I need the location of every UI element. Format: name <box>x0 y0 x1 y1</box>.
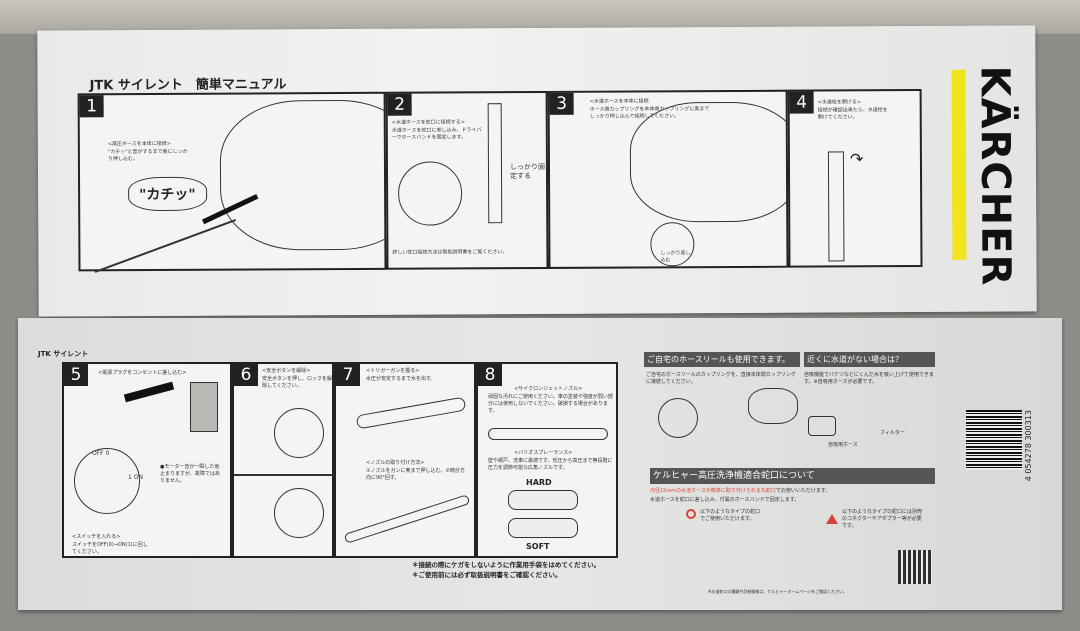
pressure-washer-drawing <box>629 101 801 223</box>
insert-label: しっかり差し込む <box>660 250 691 264</box>
step-7-panel: 7 <トリガーガンを握る> 水圧が安定するまで水を出す。 <ノズルの取り付け方法… <box>334 362 476 558</box>
faucet-text-tail: でお使いいただけます。 <box>775 488 831 494</box>
cyclone-text: 頑固な汚れにご使用ください。車の塗装や強度が弱い部分には使用しないでください。破… <box>488 394 613 414</box>
step-text: 水圧が安定するまで水を出す。 <box>366 376 436 382</box>
step-footer: 詳しい蛇口接続方法は取扱説明書をご覧ください。 <box>392 249 508 256</box>
barcode <box>966 410 1022 470</box>
step-text: 安全ボタンを押し、ロックを解除してください。 <box>262 376 333 389</box>
step-8-panel: 8 <サイクロンジェットノズル> 頑固な汚れにご使用ください。車の塗装や強度が弱… <box>476 362 618 558</box>
filter-label: フィルター <box>880 430 905 436</box>
faucet-heading: ケルヒャー高圧洗浄機適合蛇口について <box>650 468 935 484</box>
arrow-icon <box>123 381 175 403</box>
step-number: 7 <box>336 364 360 386</box>
outlet-icon <box>190 382 218 432</box>
step-number: 4 <box>789 91 814 114</box>
lance-drawing <box>343 494 471 544</box>
step-number: 1 <box>79 95 104 118</box>
step-text: 水道ホースを蛇口に差し込み、ドライバーでホースバンドを固定します。 <box>391 127 482 141</box>
ng-triangle-icon <box>826 509 838 528</box>
switch-text: スイッチをOFF(0)→ON(1)に回してください。 <box>72 542 148 555</box>
step-heading: <電源プラグをコンセントに差し込む> <box>98 370 187 376</box>
step-number: 3 <box>549 92 574 115</box>
step-6-panel: 6 <安全ボタンを解除> 安全ボタンを押し、ロックを解除してください。 <box>232 362 334 558</box>
hard-label: HARD <box>526 478 552 487</box>
vario-text: 壁や網戸、洗車に最適です。低圧から高圧まで無段階に圧力を調節可能な広角ノズルです… <box>488 458 613 471</box>
faucet-drawing <box>827 151 845 262</box>
note: ＊接続の際にケガをしないように作業用手袋をはめてください。 <box>412 561 601 569</box>
fix-label: しっかり固定する <box>509 162 545 181</box>
step-heading: <水道栓を開ける> <box>817 99 862 106</box>
bucket-drawing <box>808 416 836 436</box>
trigger-gun-drawing <box>355 396 467 430</box>
ok-circle-icon <box>686 509 696 519</box>
step-number: 8 <box>478 364 502 386</box>
top-box: JTK サイレント 簡単マニュアル 1 <高圧ホースを本体に接続> "カチッ"と… <box>37 25 1037 317</box>
rotate-arrow-icon: ↷ <box>849 149 864 169</box>
divider <box>234 474 334 476</box>
nozzle-text: ①ノズルをガンに奥まで押し込む。②時計方向に90°回す。 <box>366 468 465 481</box>
step-heading: <水道ホースを蛇口に接続する> <box>391 119 465 126</box>
step-number: 5 <box>64 364 88 386</box>
switch-dial <box>74 448 140 514</box>
step-heading: <高圧ホースを本体に接続> <box>107 140 172 148</box>
step-number: 2 <box>387 93 412 116</box>
no-water-heading: 近くに水道がない場合は？ <box>804 352 935 367</box>
step-4-panel: 4 <水道栓を開ける> 接続が確認出来たら、水道栓を開けてください。 ↷ <box>787 88 923 268</box>
washer-drawing <box>748 388 798 424</box>
off-label: OFF 0 <box>92 450 110 457</box>
step-1-panel: 1 <高圧ホースを本体に接続> "カチッ"と音がするまで奥にしっかり押し込む。 … <box>77 91 421 273</box>
hose-band-closeup <box>397 161 463 226</box>
hose-reel-text: ご自宅のホースリールのカップリングを、直接本体側カップリングに接続してください。 <box>646 372 796 385</box>
soft-label: SOFT <box>526 542 550 551</box>
vario-heading: <バリオスプレーランス> <box>514 450 573 456</box>
faucet-highlight: 内径15mmの水道ホースが簡単に取り付けられる丸蛇口 <box>650 488 776 494</box>
ng-text: 以下のようなタイプの蛇口には別売のコネクターやアダプター等が必要です。 <box>842 509 923 529</box>
step-text: "カチッ"と音がするまで奥にしっかり押し込む。 <box>107 148 188 163</box>
step-text: 接続が確認出来たら、水道栓を開けてください。 <box>817 107 888 121</box>
unlocked-icon <box>274 408 324 458</box>
step-3-panel: 3 <水道ホースを本体に接続 ホース側カップリングを本体側カップリングに奥までし… <box>547 89 801 269</box>
click-callout: "カチッ" <box>128 176 207 212</box>
step-heading: <トリガーガンを握る> <box>366 368 420 374</box>
step-5-panel: 5 <電源プラグをコンセントに差し込む> OFF 0 1 ON ●モーター音が一… <box>62 362 232 558</box>
manual-title: JTK サイレント 簡単マニュアル <box>89 77 287 94</box>
locked-icon <box>274 488 324 538</box>
hose-reel-heading: ご自宅のホースリールも使用できます。 <box>644 352 800 367</box>
faucet-text: 水道ホースを蛇口に差し込み、付属のホースバンドで固定します。 <box>650 497 800 503</box>
on-label: 1 ON <box>128 474 143 481</box>
motor-note: ●モーター音が一瞬した後止まりますが、故障ではありません。 <box>160 464 220 484</box>
product-label: JTK サイレント <box>38 350 89 358</box>
cyclone-nozzle-drawing <box>488 428 608 440</box>
vario-soft-drawing <box>508 518 578 538</box>
step-number: 6 <box>234 364 258 386</box>
note: ＊ご使用前には必ず取扱説明書をご確認ください。 <box>412 571 562 579</box>
cyclone-heading: <サイクロンジェットノズル> <box>514 386 583 392</box>
karcher-logo: KÄRCHER <box>971 65 1019 287</box>
nozzle-heading: <ノズルの取り付け方法> <box>366 460 425 466</box>
ok-text: 以下のようなタイプの蛇口でご使用いただけます。 <box>700 509 761 522</box>
step-2-panel: 2 <水道ホースを蛇口に接続する> 水道ホースを蛇口に差し込み、ドライバーでホー… <box>385 90 549 270</box>
step-heading: <安全ボタンを解除> <box>262 368 311 374</box>
hose-drawing <box>94 218 237 273</box>
switch-heading: <スイッチを入れる> <box>72 534 121 540</box>
notes: ＊接続の際にケガをしないように作業用手袋をはめてください。 ＊ご使用前には必ず取… <box>412 560 600 580</box>
faucet-drawing <box>487 103 503 224</box>
qr-code <box>898 550 932 584</box>
suction-hose-label: 自吸用ホース <box>828 442 858 448</box>
hose-reel-drawing <box>658 398 698 438</box>
no-water-text: 自吸機能でバケツなどにくんだ水を吸い上げて使用できます。※自吸用ホースが必要です… <box>804 372 934 385</box>
faucet-footer: ※水道蛇口の種類や詳細情報は、ケルヒャーホームページをご確認ください。 <box>708 589 848 594</box>
bottom-box: JTK サイレント 5 <電源プラグをコンセントに差し込む> OFF 0 1 O… <box>18 318 1062 610</box>
vario-hard-drawing <box>508 490 578 510</box>
barcode-number: 4 054278 300313 <box>1024 410 1033 482</box>
brand-stripe <box>951 69 967 260</box>
